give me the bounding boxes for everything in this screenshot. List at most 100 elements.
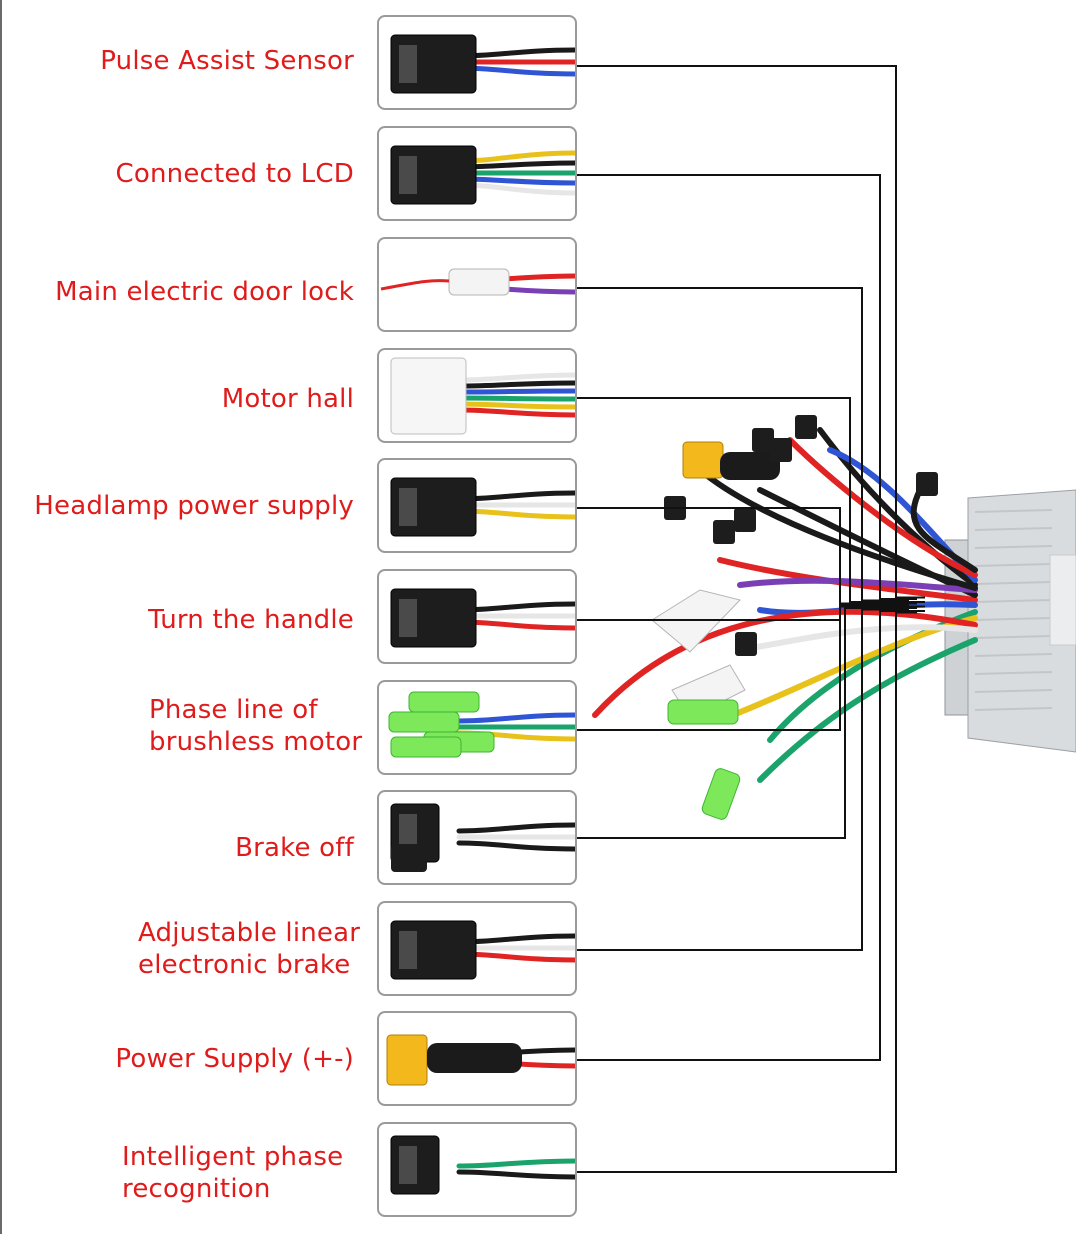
small-connector xyxy=(752,428,774,452)
wire xyxy=(456,712,575,724)
heatsink-fin xyxy=(974,581,1053,585)
label-line: Adjustable linear xyxy=(138,918,361,948)
label-line: brushless motor xyxy=(149,727,363,757)
green-terminal xyxy=(701,768,741,820)
white-connector xyxy=(448,268,510,296)
thumb-pulse-assist-sensor xyxy=(377,15,577,110)
leader-power-supply xyxy=(577,610,925,1061)
harness-wire xyxy=(767,609,978,743)
connector-photo xyxy=(388,691,575,758)
label-line: Power Supply (+-) xyxy=(115,1044,354,1074)
small-connector xyxy=(713,520,735,544)
leader-intelligent-phase-recognition xyxy=(577,611,917,1173)
connector-pins xyxy=(399,931,417,969)
wire xyxy=(456,388,575,395)
thumb-motor-hall xyxy=(377,348,577,443)
plug-sleeve xyxy=(427,1043,522,1073)
label-headlamp-power-supply: Headlamp power supply xyxy=(14,490,354,522)
leader-brake-off xyxy=(577,607,917,839)
thumb-adjustable-linear-electronic-brake xyxy=(377,901,577,996)
label-main-electric-door-lock: Main electric door lock xyxy=(14,276,354,308)
heatsink-fin xyxy=(974,599,1053,603)
connector-photo xyxy=(390,357,575,435)
thumb-phase-line-of-brushless-motor xyxy=(377,680,577,775)
connector-pins xyxy=(399,1146,417,1184)
connector-photo xyxy=(390,34,575,94)
label-line: Brake off xyxy=(235,833,354,863)
leader-lines xyxy=(577,65,925,1173)
thumb-intelligent-phase-recognition xyxy=(377,1122,577,1217)
label-line: Main electric door lock xyxy=(55,277,354,307)
thumb-main-electric-door-lock xyxy=(377,237,577,332)
label-line: Connected to LCD xyxy=(115,159,354,189)
wire xyxy=(456,372,575,383)
left-border-rule xyxy=(0,0,2,1234)
heatsink-fin xyxy=(974,707,1053,711)
white-connector xyxy=(390,357,467,435)
connector-pins xyxy=(399,599,417,637)
label-line: recognition xyxy=(122,1174,271,1204)
controller-sticker xyxy=(1049,554,1076,646)
label-motor-hall: Motor hall xyxy=(14,383,354,415)
label-line: Turn the handle xyxy=(148,605,354,635)
controller-body xyxy=(967,489,1076,753)
small-connector xyxy=(734,508,756,532)
black-connector xyxy=(391,844,427,872)
xt60-plug xyxy=(682,441,724,479)
label-connected-to-lcd: Connected to LCD xyxy=(14,158,354,190)
leader-phase-line-of-brushless-motor xyxy=(577,605,925,731)
leader-main-electric-door-lock xyxy=(577,287,909,602)
leader-headlamp-power-supply xyxy=(577,507,917,605)
label-pulse-assist-sensor: Pulse Assist Sensor xyxy=(14,45,354,77)
wire xyxy=(456,822,575,834)
small-connector xyxy=(795,415,817,439)
label-line: Pulse Assist Sensor xyxy=(100,46,354,76)
harness-wire xyxy=(737,577,978,593)
thumb-turn-the-handle xyxy=(377,569,577,664)
leader-pulse-assist-sensor xyxy=(577,65,925,599)
small-connector xyxy=(735,632,757,656)
harness-wire xyxy=(757,637,978,783)
wire xyxy=(456,840,575,852)
heatsink-fin xyxy=(974,509,1053,513)
green-terminal xyxy=(390,736,462,758)
wire xyxy=(456,395,575,402)
heatsink-fin xyxy=(974,527,1053,531)
wire xyxy=(456,407,575,418)
leader-connected-to-lcd xyxy=(577,174,917,600)
heatsink-fin xyxy=(974,545,1053,549)
connector-photo xyxy=(390,920,575,980)
connector-photo xyxy=(390,145,575,205)
wire xyxy=(456,401,575,410)
connector-photo xyxy=(380,268,575,296)
harness-wire xyxy=(910,487,978,573)
label-line: Motor hall xyxy=(221,384,354,414)
plug-sleeve xyxy=(720,452,780,480)
connector-photo xyxy=(390,1135,575,1195)
green-terminal xyxy=(408,691,480,713)
small-connector xyxy=(770,438,792,462)
heatsink-fin xyxy=(974,689,1053,693)
heatsink-fin xyxy=(974,563,1053,567)
thumb-connected-to-lcd xyxy=(377,126,577,221)
connector-photo xyxy=(386,1034,575,1086)
wire xyxy=(456,380,575,389)
connector-pins xyxy=(399,156,417,194)
label-line: Phase line of xyxy=(149,695,318,725)
label-power-supply: Power Supply (+-) xyxy=(14,1043,354,1075)
heatsink-fin xyxy=(974,635,1053,639)
heatsink-fin xyxy=(974,617,1053,621)
harness-wire xyxy=(787,437,978,578)
label-brake-off: Brake off xyxy=(14,832,354,864)
wire xyxy=(456,1169,575,1180)
controller-illustration xyxy=(592,415,1076,820)
thumb-brake-off xyxy=(377,790,577,885)
connector-photo xyxy=(390,588,575,648)
connector-pins xyxy=(399,488,417,526)
small-connector xyxy=(916,472,938,496)
